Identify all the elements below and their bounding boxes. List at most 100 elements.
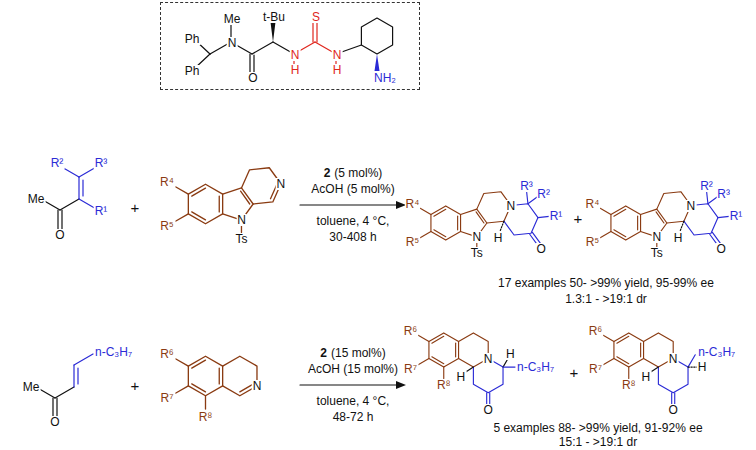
label-text: R⁷ [589,363,602,375]
label-text: 2 [320,347,327,359]
scheme-label: R⁸ [621,379,637,391]
label-text: 30-408 h [329,231,376,243]
scheme-label: + [573,211,584,226]
label-text: AcOH (15 mol%) [308,363,398,375]
scheme-label: n-C₃H₇ [697,346,736,358]
scheme-label: O [54,229,65,241]
atom-label: NH₂ [373,72,397,84]
label-text: N [507,200,516,212]
scheme-label: O [535,243,546,255]
label-text: Ts [651,247,663,259]
atom-label: H [290,64,301,76]
reaction-arrow [300,381,406,389]
label-text: 5 examples 88- >99% yield, 91-92% ee [493,422,702,434]
label-text: Me [28,193,45,205]
label-text: (15 mol%) [331,347,386,359]
label-text: + [131,378,140,393]
scheme-label: N [236,214,247,226]
scheme-label: N [276,178,287,190]
atom-label: N [290,49,301,61]
dihydro-carboline-structure [176,168,281,233]
label-text: n-C₃H₇ [517,361,554,373]
scheme-label: R¹ [94,205,109,217]
scheme-label: N [252,380,263,392]
label-text: + [131,200,140,215]
scheme-label: H [641,371,652,383]
scheme-label: R⁴ [405,198,421,210]
atom-label: S [311,11,321,23]
scheme-label: AcOH (15 mol%) [307,363,399,375]
label-text: 15:1 - >19:1 dr [559,436,637,448]
label-text: R⁷ [404,363,417,375]
label-text: R³ [520,180,533,192]
scheme-label: R⁴ [585,198,601,210]
scheme-label: 5 examples 88- >99% yield, 91-92% ee [492,422,703,434]
atom-label: Me [223,13,242,25]
label-text: N [253,380,262,392]
label-text: R⁵ [160,220,174,232]
label-text: Ts [471,247,483,259]
label-text: O [484,404,493,416]
dihydroisoquinoline-structure [176,356,257,409]
enone-structure [41,166,98,230]
label-text: O [55,229,64,241]
scheme-label: 48-72 h [332,411,375,423]
label-text: R⁵ [406,236,420,248]
product-structure [603,333,699,406]
scheme-label: H [697,361,708,373]
scheme-label: Ts [470,247,484,259]
label-text: R⁸ [622,379,636,391]
scheme-label: R⁴ [159,176,175,188]
label-text: R⁸ [437,379,451,391]
label-text: N [652,231,661,243]
label-text: H [457,371,466,383]
label-text: N [277,178,286,190]
scheme-label: O [715,243,726,255]
label-text: R⁶ [160,348,174,360]
label-text: R⁷ [160,392,173,404]
atom-label: N [332,49,343,61]
label-text: R⁵ [586,236,600,248]
scheme-label: + [569,365,580,380]
scheme-label: O [49,416,60,428]
label-text: R² [537,188,550,200]
label-text: R² [700,180,713,192]
scheme-label: 17 examples 50- >99% yield, 95-99% ee [497,277,715,289]
scheme-label: R² [699,180,714,192]
scheme-label: H [673,232,684,244]
scheme-label: 2(5 mol%) [323,167,384,179]
label-text: O [669,404,678,416]
scheme-label: O [483,404,494,416]
scheme-label: N [668,353,679,365]
scheme-label: n-C₃H₇ [94,346,133,358]
scheme-label: N [506,200,517,212]
scheme-label: R¹ [729,210,744,222]
label-text: R⁴ [160,176,174,188]
atom-label: O [247,72,258,84]
scheme-label: O [668,404,679,416]
label-text: R¹ [550,210,563,222]
label-text: R⁶ [404,325,418,337]
product-structure [600,192,729,248]
atom-label: N [227,37,238,49]
label-text: H [674,232,683,244]
atom-label: Ph [184,33,201,45]
label-text: R⁴ [586,198,600,210]
label-text: H [506,348,515,360]
scheme-label: R⁶ [588,325,604,337]
scheme-label: N [651,231,662,243]
scheme-label: 1.3:1 - >19:1 dr [564,293,648,305]
label-text: Ts [236,233,248,245]
label-text: R³ [95,157,108,169]
scheme-label: R⁶ [403,325,419,337]
label-text: O [716,243,725,255]
label-text: R¹ [730,210,743,222]
product-structure [420,192,549,248]
scheme-label: Ts [650,247,664,259]
scheme-label: N [471,231,482,243]
scheme-label: 2 (15 mol%) [319,347,386,359]
label-text: N [237,214,246,226]
scheme-label: N [483,353,494,365]
scheme-label: + [130,200,141,215]
label-text: + [574,211,583,226]
